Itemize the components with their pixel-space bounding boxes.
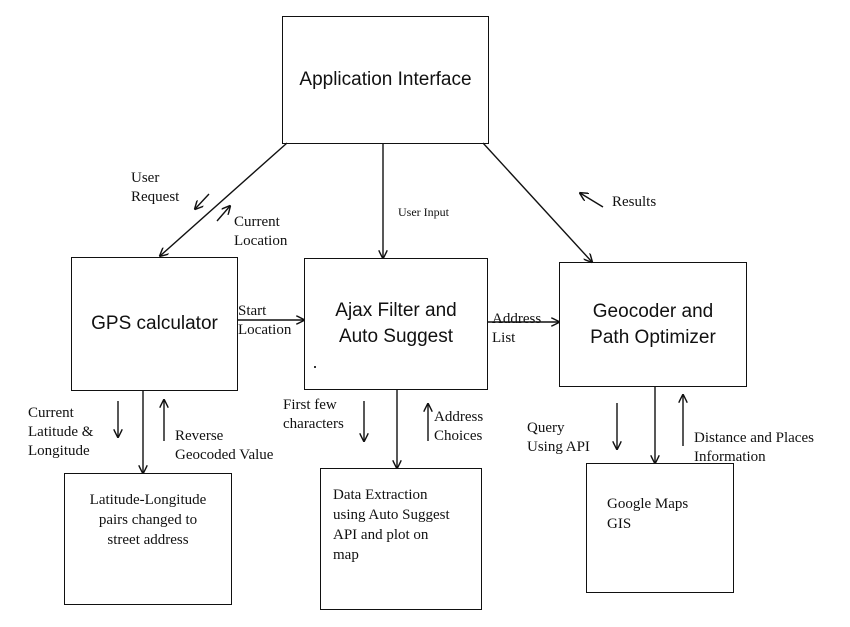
google-maps-label: Google Maps GIS (607, 496, 689, 532)
gps-calculator-box: GPS calculator (71, 257, 238, 391)
distance-places-label: Distance and Places Information (694, 430, 814, 465)
latlong-box: Latitude-Longitude pairs changed to stre… (64, 473, 232, 605)
address-list-label: Address List (492, 311, 542, 346)
address-choices-label: Address Choices (434, 409, 484, 444)
latlong-label: Latitude-Longitude pairs changed to stre… (89, 492, 207, 548)
arrow-user-request (195, 193, 210, 209)
data-extraction-box: Data Extraction using Auto Suggest API a… (320, 468, 482, 610)
stray-dot (314, 366, 316, 368)
ajax-filter-label: Ajax Filter and Auto Suggest (335, 300, 457, 347)
connector-app-to-gps (160, 142, 288, 256)
current-location-label: Current Location (234, 214, 288, 249)
google-maps-box: Google Maps GIS (586, 463, 734, 593)
ajax-filter-box: Ajax Filter and Auto Suggest (304, 258, 488, 390)
user-request-label: User Request (131, 170, 180, 205)
application-interface-label: Application Interface (299, 69, 472, 90)
connector-app-to-geocoder (482, 142, 592, 262)
user-input-label: User Input (398, 205, 449, 219)
start-location-label: Start Location (238, 303, 292, 338)
application-interface-box: Application Interface (282, 16, 489, 144)
reverse-geocoded-label: Reverse Geocoded Value (175, 428, 274, 463)
results-label: Results (612, 194, 657, 210)
query-api-label: Query Using API (527, 420, 590, 455)
geocoder-label: Geocoder and Path Optimizer (590, 300, 716, 348)
arrow-results (580, 193, 604, 208)
current-lat-long-label: Current Latitude & Longitude (28, 405, 94, 459)
first-few-chars-label: First few characters (283, 397, 344, 432)
geocoder-box: Geocoder and Path Optimizer (559, 262, 747, 387)
arrow-current-location (216, 206, 230, 222)
gps-calculator-label: GPS calculator (91, 313, 218, 334)
data-extraction-label: Data Extraction using Auto Suggest API a… (333, 487, 450, 563)
